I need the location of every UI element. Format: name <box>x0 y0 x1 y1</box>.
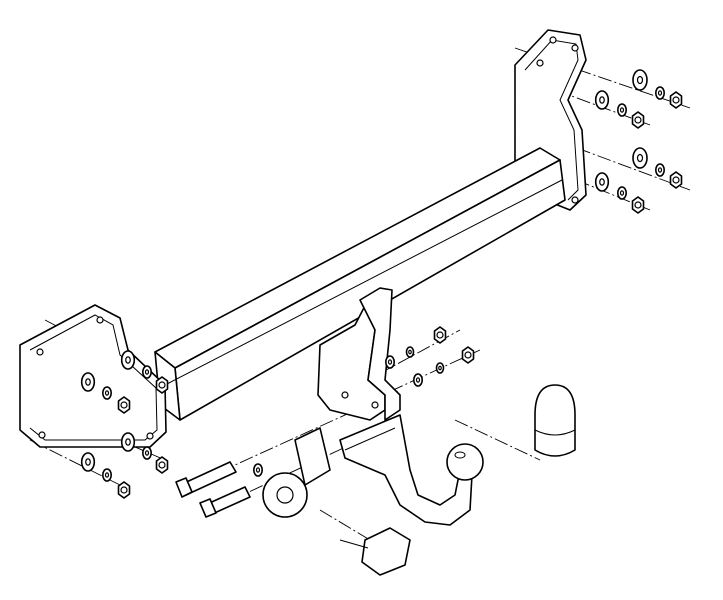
cross-beam <box>154 147 566 421</box>
nut-hole <box>634 201 642 209</box>
nut-hole <box>672 176 680 184</box>
washer-hole <box>144 450 150 456</box>
nut-hole <box>158 461 166 469</box>
washer-hole <box>104 390 110 396</box>
nut-hole <box>120 486 128 494</box>
washer-hole <box>125 438 131 446</box>
washer-hole <box>619 107 625 113</box>
ball-cover-cap <box>534 384 576 457</box>
tow-ball <box>446 443 484 481</box>
socket-mounting-plate <box>262 427 331 518</box>
washer-hole <box>387 359 393 365</box>
washer-hole <box>255 467 261 473</box>
washer-hole <box>636 153 644 163</box>
washer-hole <box>408 349 412 355</box>
nut-hole <box>634 116 642 124</box>
washer-hole <box>85 378 91 386</box>
mounting-bolts <box>175 461 251 518</box>
washer-hole <box>636 75 644 85</box>
washer-hole <box>657 90 663 96</box>
washer-hole <box>415 377 421 383</box>
washer-hole <box>144 369 150 375</box>
washers-and-nuts <box>80 69 683 499</box>
washer-hole <box>599 178 605 186</box>
center-hitch-bracket <box>317 287 401 421</box>
electrical-socket <box>339 527 411 576</box>
washer-hole <box>619 190 625 196</box>
nut-hole <box>158 381 166 389</box>
washer-hole <box>104 472 110 478</box>
washer-hole <box>125 356 131 364</box>
washer-hole <box>657 167 663 173</box>
nut-hole <box>672 96 680 104</box>
washer-hole <box>438 365 442 371</box>
nut-hole <box>120 401 128 409</box>
nut-hole <box>436 331 444 339</box>
nut-hole <box>464 351 472 359</box>
washer-hole <box>85 458 91 466</box>
tow-ball-arm <box>339 414 484 526</box>
washer-hole <box>599 96 605 104</box>
